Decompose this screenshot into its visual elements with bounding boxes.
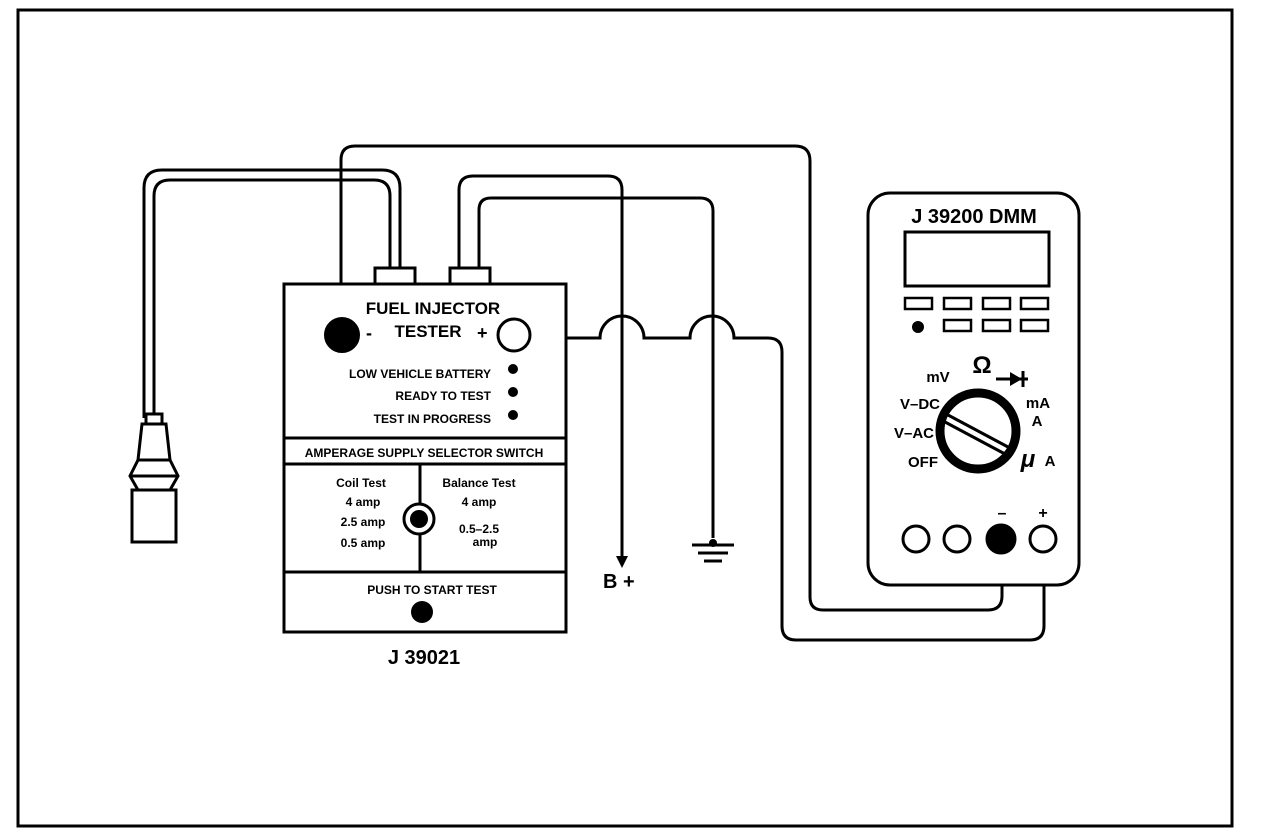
dmm-button[interactable] bbox=[942, 318, 973, 333]
dial-label-ma: mA bbox=[1026, 395, 1050, 412]
tester-model-label: J 39021 bbox=[388, 647, 460, 669]
dmm-display bbox=[903, 230, 1051, 288]
wire-tester-minus-to-dmm-minus bbox=[339, 144, 1004, 612]
b-plus-cable-outer bbox=[457, 174, 624, 558]
coil-test-title: Coil Test bbox=[336, 476, 386, 490]
tester-title-line2: TESTER bbox=[394, 322, 461, 341]
dmm-jack-minus-label: – bbox=[998, 505, 1007, 522]
dmm-button[interactable] bbox=[981, 318, 1012, 333]
dial-label-ua: A bbox=[1045, 453, 1056, 470]
dmm-button[interactable] bbox=[1019, 318, 1050, 333]
injector-connector bbox=[128, 412, 180, 544]
dmm-button[interactable] bbox=[1019, 296, 1050, 311]
indicator-led-low-battery bbox=[508, 364, 518, 374]
dmm-jack-amps[interactable] bbox=[901, 524, 931, 554]
wire-tester-plus-to-dmm-plus bbox=[532, 314, 1046, 642]
coil-option-0-5amp: 0.5 amp bbox=[341, 536, 386, 550]
dial-label-mv: mV bbox=[926, 369, 949, 386]
dial-label-ohm: Ω bbox=[972, 352, 991, 379]
dial-label-a: A bbox=[1032, 413, 1043, 430]
figure-frame bbox=[16, 8, 1234, 828]
b-plus-label: B + bbox=[603, 571, 635, 593]
ground-symbol bbox=[692, 543, 734, 563]
tester-minus-sign: - bbox=[366, 323, 372, 343]
balance-test-title: Balance Test bbox=[442, 476, 515, 490]
tester-plus-sign: + bbox=[477, 323, 488, 343]
injector-cable-inner bbox=[152, 178, 392, 418]
diode-icon bbox=[996, 371, 1028, 387]
dial-label-vac: V–AC bbox=[894, 425, 934, 442]
dmm-power-indicator bbox=[912, 321, 924, 333]
dial-label-off: OFF bbox=[908, 454, 938, 471]
dmm-jack-volts-ohms[interactable] bbox=[1028, 524, 1058, 554]
push-to-start-button[interactable] bbox=[411, 601, 433, 623]
balance-option-4amp: 4 amp bbox=[462, 495, 497, 509]
push-to-start-label: PUSH TO START TEST bbox=[367, 583, 497, 597]
balance-option-range-unit: amp bbox=[473, 535, 498, 549]
indicator-led-ready bbox=[508, 387, 518, 397]
dial-label-vdc: V–DC bbox=[900, 396, 940, 413]
amperage-selector-knob[interactable] bbox=[402, 502, 436, 536]
power-cable-port bbox=[448, 266, 492, 286]
indicator-label-low-battery: LOW VEHICLE BATTERY bbox=[349, 367, 491, 381]
dial-label-micro: μ bbox=[1020, 446, 1036, 473]
wiring bbox=[142, 144, 1046, 642]
indicator-label-in-progress: TEST IN PROGRESS bbox=[374, 412, 491, 426]
selector-header: AMPERAGE SUPPLY SELECTOR SWITCH bbox=[305, 446, 543, 460]
b-plus-arrowhead bbox=[616, 556, 628, 568]
coil-option-2-5amp: 2.5 amp bbox=[341, 515, 386, 529]
indicator-label-ready: READY TO TEST bbox=[395, 389, 491, 403]
coil-option-4amp: 4 amp bbox=[346, 495, 381, 509]
tester-plus-jack[interactable] bbox=[496, 317, 532, 353]
dmm-button[interactable] bbox=[981, 296, 1012, 311]
tester-title-line1: FUEL INJECTOR bbox=[366, 299, 500, 318]
digital-multimeter: J 39200 DMM mV Ω V–DC V–AC OFF mA A μ A bbox=[866, 191, 1081, 587]
dmm-jack-common[interactable] bbox=[985, 523, 1017, 555]
injector-cable-outer bbox=[142, 168, 402, 418]
indicator-led-in-progress bbox=[508, 410, 518, 420]
dmm-button[interactable] bbox=[942, 296, 973, 311]
fuel-injector-tester: FUEL INJECTOR TESTER - + LOW VEHICLE BAT… bbox=[282, 266, 568, 669]
dmm-title: J 39200 DMM bbox=[911, 206, 1037, 228]
balance-option-range: 0.5–2.5 bbox=[459, 522, 499, 536]
dmm-rotary-selector[interactable] bbox=[935, 388, 1021, 474]
dmm-button[interactable] bbox=[903, 296, 934, 311]
ground-junction bbox=[709, 539, 717, 547]
tester-minus-jack[interactable] bbox=[324, 317, 360, 353]
ground-cable bbox=[477, 196, 715, 538]
dmm-jack-plus-label: + bbox=[1038, 505, 1047, 522]
injector-cable-port bbox=[373, 266, 417, 286]
dmm-button-grid bbox=[903, 296, 1050, 333]
dmm-jack-milliamps[interactable] bbox=[942, 524, 972, 554]
